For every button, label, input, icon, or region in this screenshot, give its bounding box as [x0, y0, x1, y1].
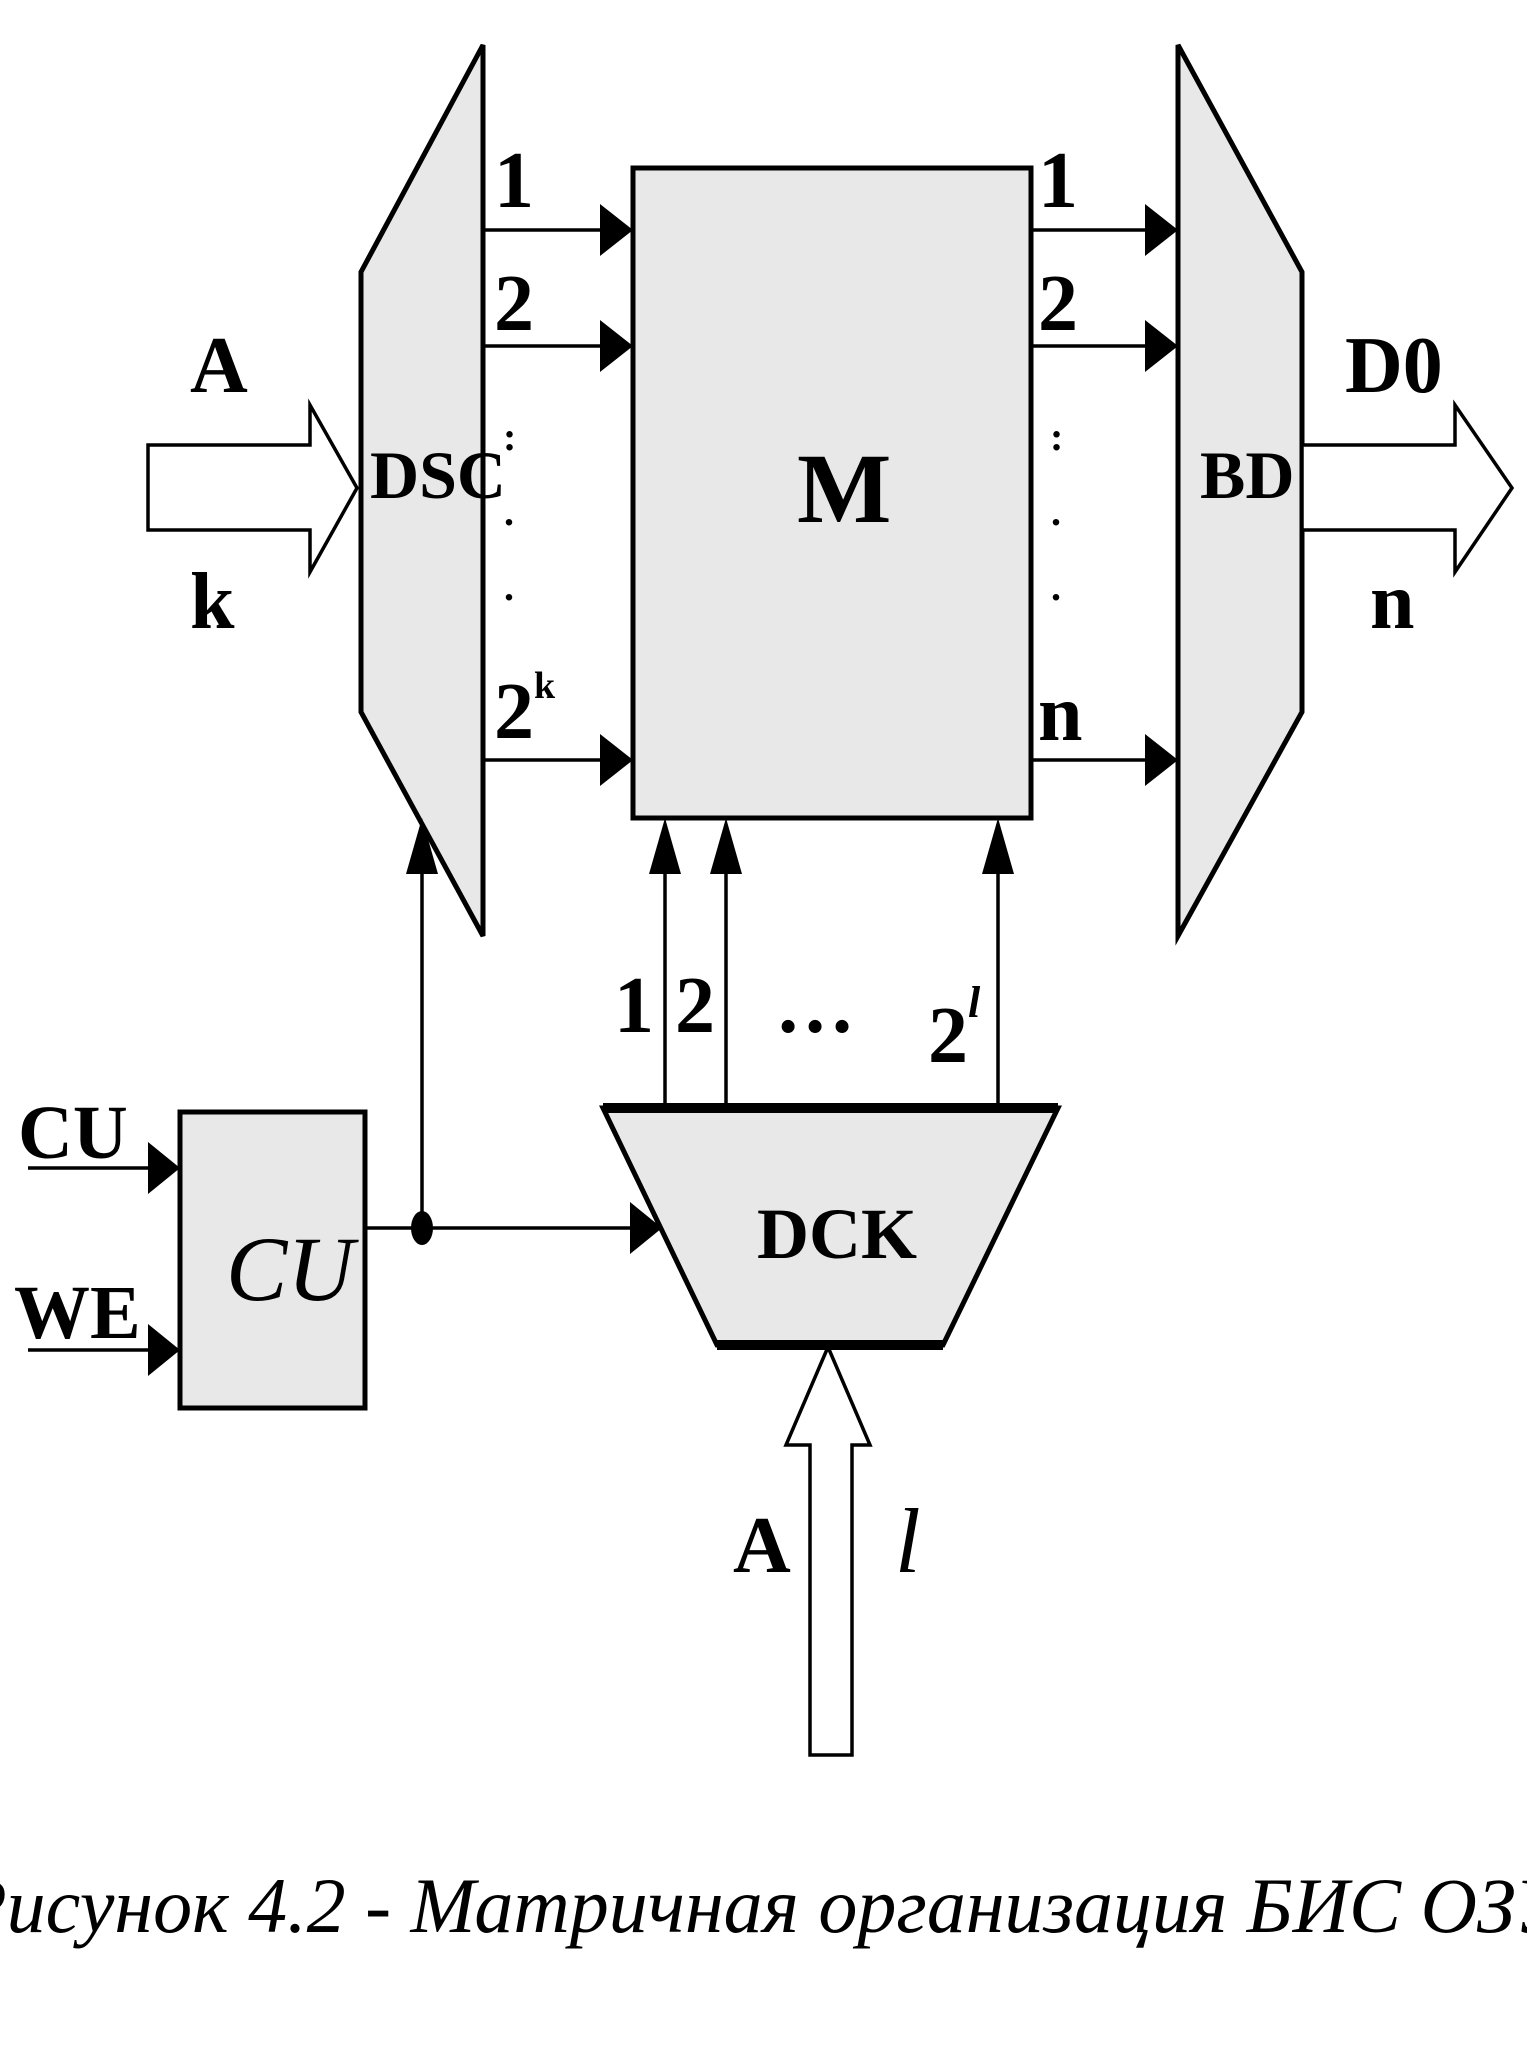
row-ellipsis-dot-1: . — [504, 489, 514, 534]
row-line-2k-arrowhead — [600, 734, 633, 786]
row-line-1-arrowhead — [600, 204, 633, 256]
data-line-n-arrowhead — [1145, 734, 1178, 786]
row-address-label: A — [190, 322, 248, 410]
row-line-2k-base: 2 — [494, 668, 534, 756]
cu-to-dsc-arrowhead — [406, 818, 438, 874]
row-line-2k-exponent: k — [534, 665, 556, 707]
cu-input-arrowhead — [148, 1142, 180, 1194]
bd-label: BD — [1200, 437, 1294, 513]
output-data-label: D0 — [1345, 322, 1443, 410]
column-line-2l-exponent: l — [968, 978, 981, 1027]
control-unit-block — [177, 1109, 368, 1411]
dsc-block — [358, 43, 486, 938]
column-address-width-label: l — [895, 1490, 921, 1592]
column-line-2l-arrowhead — [982, 818, 1014, 874]
data-line-2-label: 2 — [1038, 260, 1078, 348]
column-line-2-arrowhead — [710, 818, 742, 874]
column-line-2l-label: 2l — [928, 978, 981, 1080]
column-line-2l-base: 2 — [928, 992, 968, 1080]
figure-caption: Рисунок 4.2 - Матричная организация БИС … — [0, 1862, 1527, 1949]
row-line-1-label: 1 — [494, 137, 534, 225]
column-line-1-arrowhead — [649, 818, 681, 874]
cu-input-label: CU — [18, 1091, 128, 1175]
data-line-2-arrowhead — [1145, 320, 1178, 372]
we-input-arrowhead — [148, 1324, 180, 1376]
matrix-label: M — [797, 433, 891, 544]
column-ellipsis: … — [775, 962, 855, 1050]
column-line-1-label: 1 — [614, 962, 654, 1050]
row-line-2-arrowhead — [600, 320, 633, 372]
dck-label: DCK — [757, 1194, 917, 1274]
data-line-1-arrowhead — [1145, 204, 1178, 256]
row-ellipsis-dot-2: . — [504, 564, 514, 609]
row-address-bus-arrow — [146, 398, 360, 579]
data-ellipsis-dot-2: . — [1051, 564, 1061, 609]
dsc-label: DSC — [370, 437, 506, 513]
output-data-width-label: n — [1370, 558, 1415, 646]
data-ellipsis-dot-1: . — [1051, 489, 1061, 534]
matrix-block — [630, 165, 1034, 821]
data-line-1-label: 1 — [1038, 137, 1078, 225]
data-ellipsis-colon: : — [1050, 414, 1063, 459]
column-address-label: A — [733, 1502, 791, 1590]
row-line-2-label: 2 — [494, 260, 534, 348]
column-address-bus-arrow — [783, 1342, 873, 1757]
output-data-bus-arrow — [1300, 399, 1515, 578]
we-input-label: WE — [14, 1271, 141, 1355]
cu-to-dck-arrowhead — [630, 1202, 662, 1254]
row-line-2k-label: 2k — [494, 665, 556, 756]
column-line-2-label: 2 — [675, 962, 715, 1050]
data-line-n-label: n — [1038, 670, 1083, 758]
row-ellipsis-colon: : — [503, 414, 516, 459]
control-unit-label: CU — [226, 1218, 359, 1320]
bd-block — [1175, 43, 1305, 946]
row-address-width-label: k — [190, 558, 235, 646]
